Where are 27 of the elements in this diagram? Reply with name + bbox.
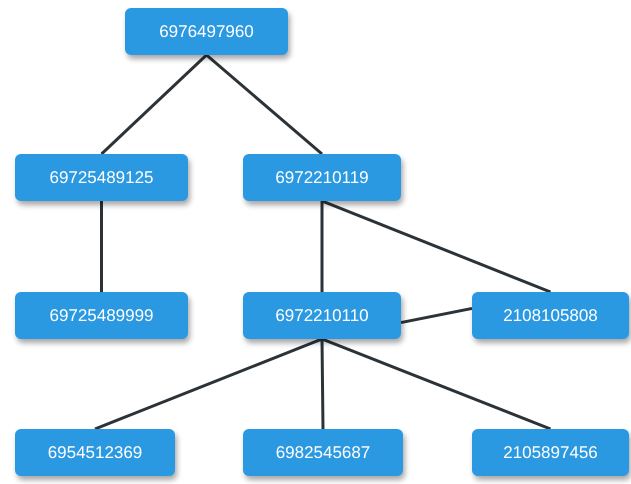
node-box (15, 429, 175, 476)
node-label: 6972210110 (275, 306, 369, 326)
connector-line (321, 200, 552, 294)
node-label: 6972210119 (275, 168, 369, 188)
connector-line (321, 338, 552, 430)
node-label: 6954512369 (48, 442, 142, 462)
node-box (472, 429, 629, 476)
connector-line (94, 338, 323, 430)
connector-line (320, 201, 324, 292)
node-label: 2105897456 (503, 442, 598, 462)
connector-line (100, 201, 103, 292)
connector-line (400, 306, 472, 324)
connector-line (100, 54, 208, 156)
node-label: 6982545687 (276, 442, 370, 462)
node-box (125, 8, 288, 55)
node-box (472, 292, 629, 339)
node-label: 6976497960 (159, 22, 254, 42)
node-label: 69725489125 (49, 168, 154, 188)
node-box (243, 292, 401, 339)
node-box (243, 154, 401, 201)
node-box (243, 429, 403, 476)
node-box (15, 154, 188, 201)
connector-line (206, 54, 323, 156)
connector-line (320, 338, 324, 430)
node-box (15, 292, 188, 339)
node-label: 2108105808 (503, 306, 598, 326)
node-label: 69725489999 (49, 306, 154, 326)
